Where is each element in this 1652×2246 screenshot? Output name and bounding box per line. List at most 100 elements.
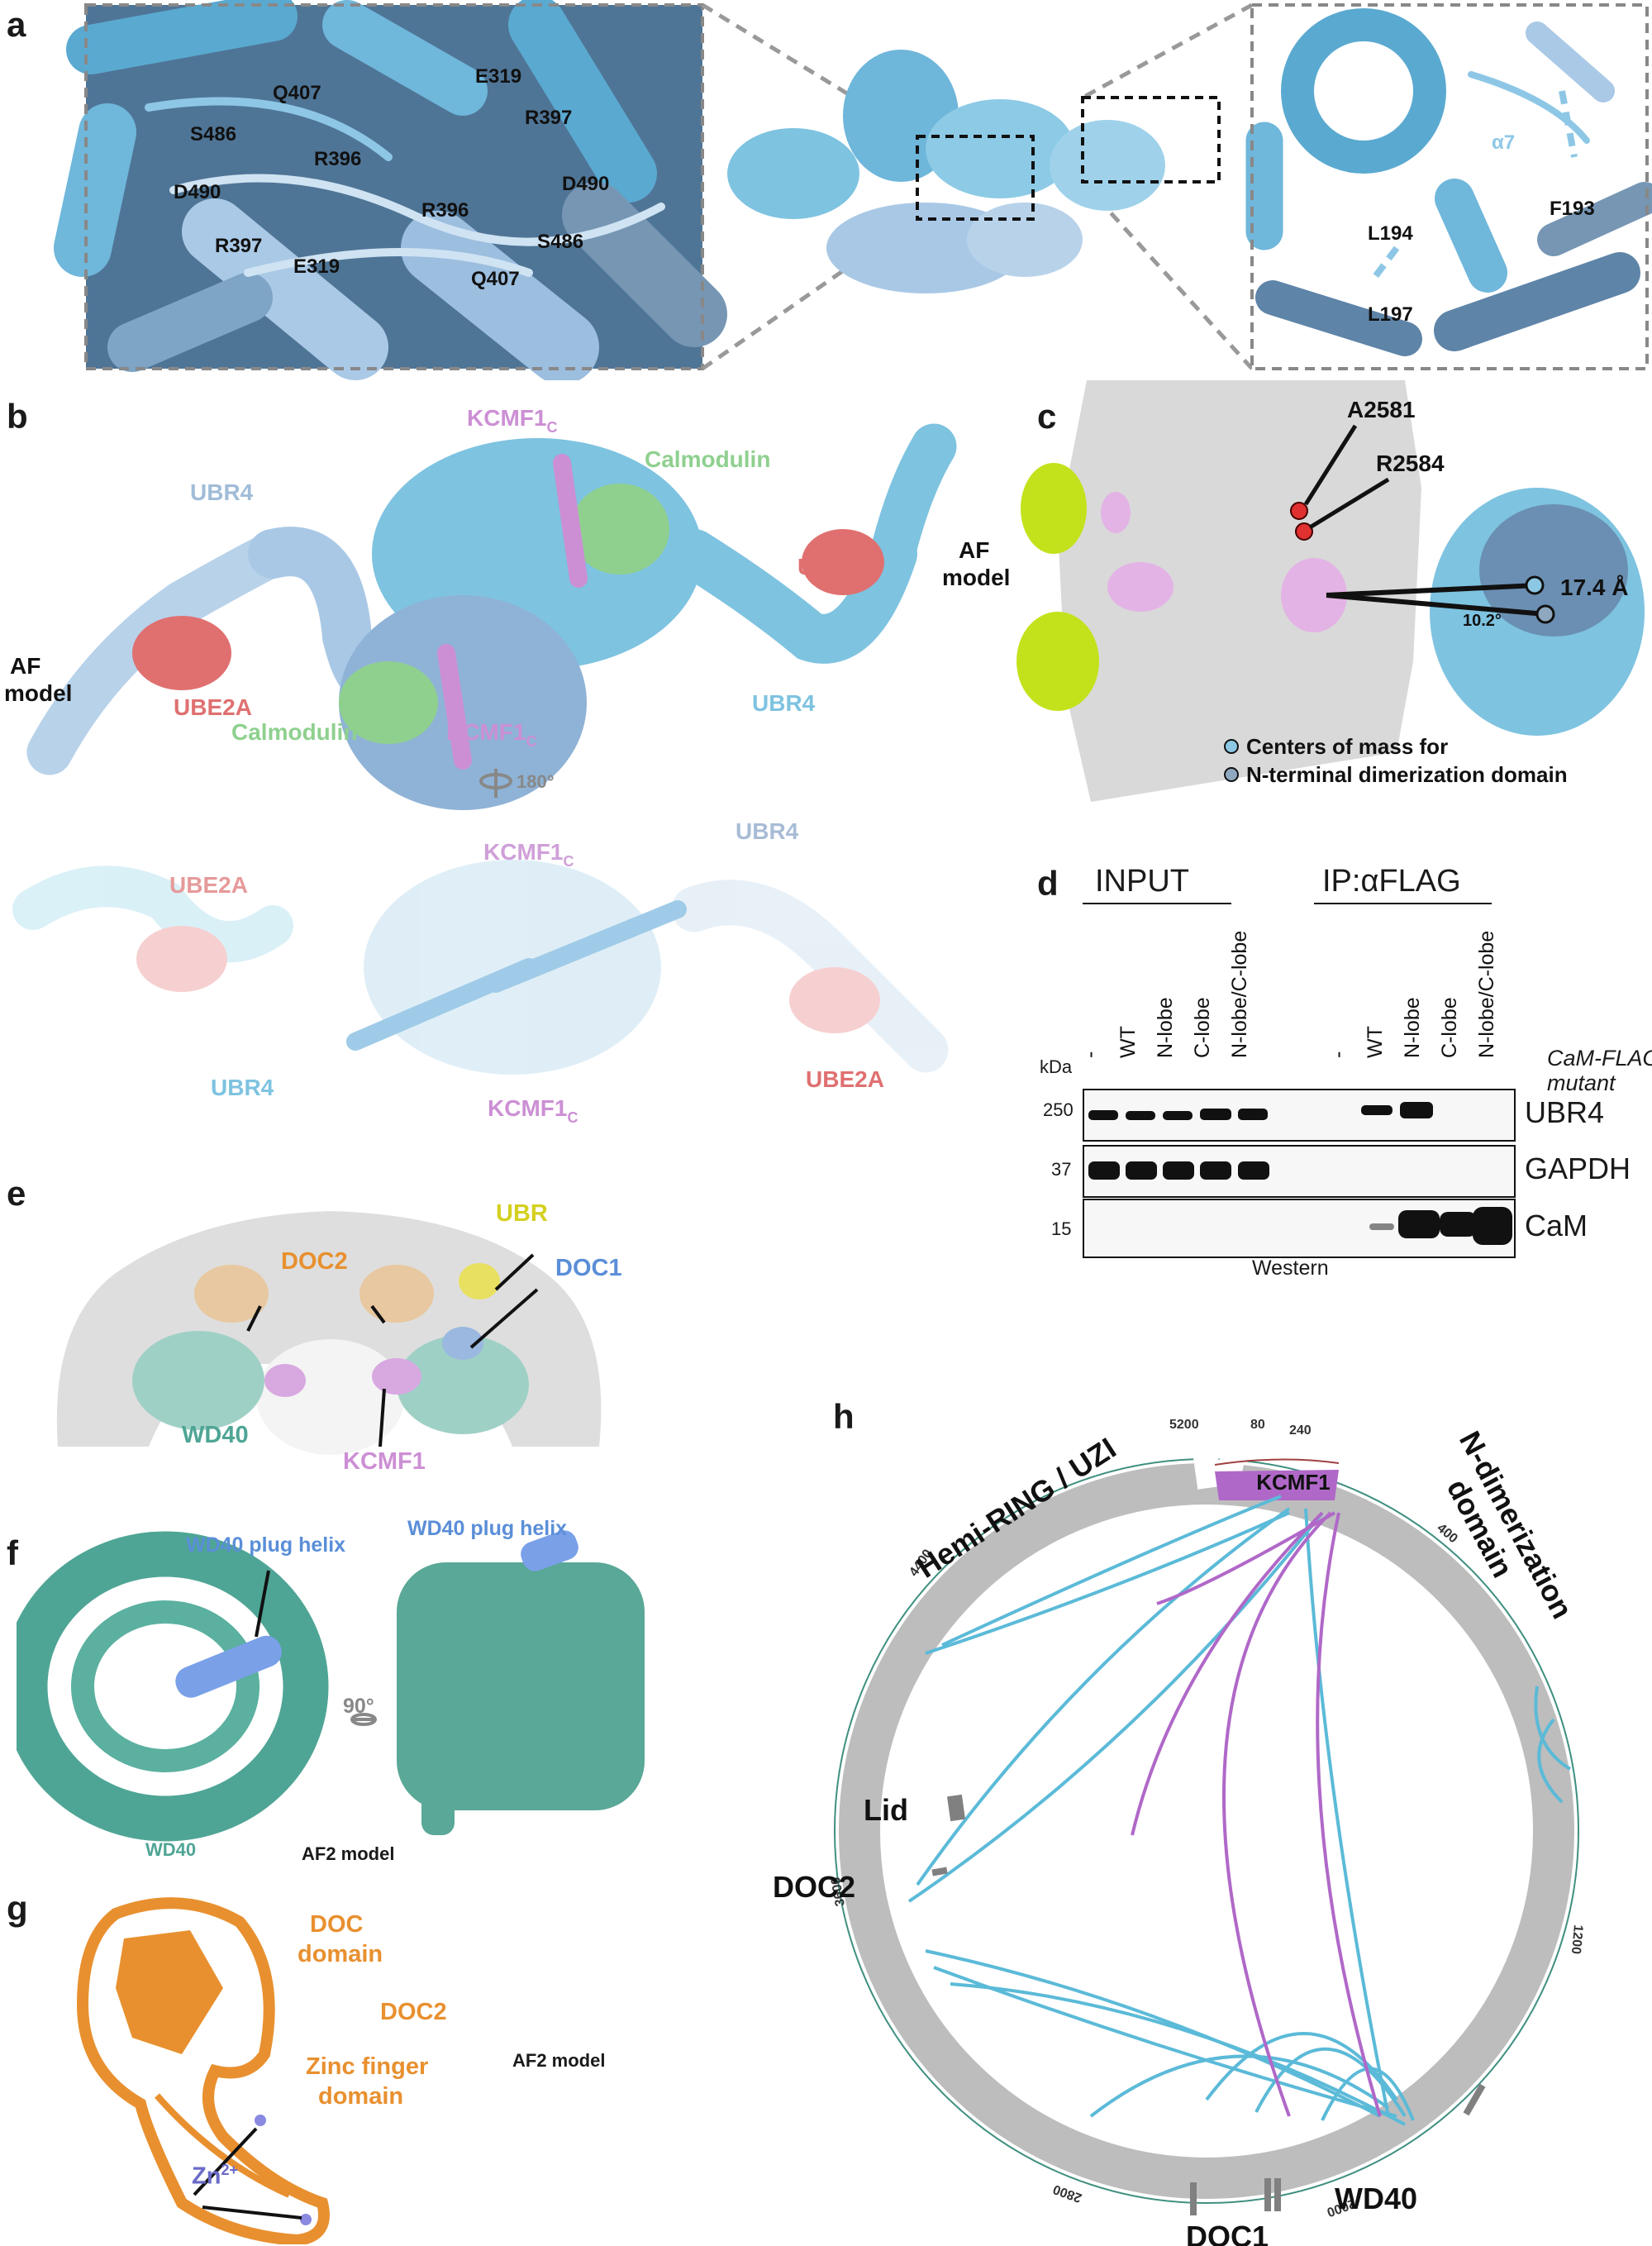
d-protein-gapdh: GAPDH — [1525, 1152, 1631, 1185]
panel-letter-e: e — [7, 1174, 26, 1213]
d-lane-8: N-lobe — [1401, 997, 1424, 1058]
h-wd40-label: WD40 — [1335, 2182, 1417, 2215]
b-af-right-1: AF — [959, 537, 989, 563]
e-kcmf1: KCMF1 — [343, 1448, 426, 1475]
panel-a-figure: Q407 S486 R396 D490 R397 E319 R396 E319 … — [54, 0, 1652, 380]
label-d490: D490 — [174, 181, 221, 203]
h-doc2-marker — [931, 1867, 948, 1876]
label-e319: E319 — [293, 255, 340, 278]
f-plug-right: WD40 plug helix — [407, 1517, 568, 1540]
b-calmodulin-bottom: Calmodulin — [231, 719, 357, 745]
h-tick-1200: 1200 — [1569, 1924, 1585, 1955]
g-doc-1: DOC — [310, 1911, 364, 1938]
d-ip-underline — [1314, 903, 1492, 904]
h-doc1-marker-1 — [1190, 2182, 1197, 2215]
g-zf-1: Zinc finger — [306, 2053, 429, 2080]
b-ubr4-left: UBR4 — [190, 479, 254, 505]
b-af-right-2: model — [942, 565, 1010, 590]
h-kcmf1-links — [1131, 1511, 1382, 2117]
d-lane-7: WT — [1364, 1026, 1387, 1058]
rotation-180-icon: 180° — [479, 769, 555, 798]
h-tick-400: 400 — [1434, 1521, 1459, 1546]
panel-b-bottom-structure — [12, 860, 949, 1075]
rotation-90-icon — [350, 1713, 377, 1726]
panel-a-left-structure — [54, 0, 727, 380]
h-doc2-label: DOC2 — [773, 1870, 855, 1904]
h-wd40-marker — [1463, 2083, 1486, 2116]
d-lane-5: N-lobe/C-lobe — [1228, 931, 1251, 1058]
h-ring — [839, 1463, 1574, 2199]
b2-kcmf1-top: KCMF1C — [483, 839, 574, 870]
c-legend-dot-1 — [1224, 739, 1239, 754]
svg-text:180°: 180° — [517, 771, 555, 792]
c-legend-1: Centers of mass for — [1246, 734, 1448, 759]
b-af-left-1: AF — [10, 653, 40, 679]
d-group-input: INPUT — [1095, 864, 1189, 899]
c-site-a2581: A2581 — [1347, 397, 1416, 422]
d-row-label-2: mutant — [1547, 1071, 1616, 1095]
label-q407-b: Q407 — [471, 268, 520, 290]
h-tick-3600: 3600 — [829, 1876, 848, 1907]
h-tick-2800: 2800 — [1051, 2182, 1083, 2205]
c-site-r2584: R2584 — [1376, 451, 1445, 476]
h-doc1-marker-3 — [1274, 2178, 1281, 2211]
h-crosslinks — [907, 1495, 1572, 2126]
f-plug-helix-left — [175, 1635, 282, 1698]
d-protein-ubr4: UBR4 — [1525, 1095, 1605, 1129]
panel-g-figure — [76, 1897, 330, 2244]
g-zf-2: domain — [318, 2083, 404, 2110]
panel-letter-a: a — [7, 5, 26, 44]
d-lane-4: C-lobe — [1191, 997, 1214, 1058]
label-s486: S486 — [190, 123, 236, 145]
panel-b-figure: UBR4 AF model UBE2A KCMF1C Calmodulin UB… — [4, 405, 1010, 1126]
panel-c-figure: A2581 R2584 17.4 Å 10.2° Centers of mass… — [1016, 380, 1645, 802]
panel-letter-b: b — [7, 397, 28, 436]
d-lane-9: C-lobe — [1438, 997, 1461, 1058]
h-doc1-label: DOC1 — [1186, 2220, 1269, 2246]
g-zn: Zn2+ — [192, 2162, 238, 2190]
b-af-left-2: model — [4, 680, 72, 706]
f-model: AF2 model — [302, 1843, 395, 1864]
h-lid-label: Lid — [864, 1793, 908, 1827]
label-r396-b: R396 — [421, 199, 469, 222]
b-ubr4-right: UBR4 — [752, 690, 816, 716]
b2-kcmf1-bottom: KCMF1C — [488, 1095, 578, 1126]
f-plug-helix-right — [521, 1530, 578, 1571]
e-wd40: WD40 — [182, 1422, 249, 1448]
b-kcmf1-top: KCMF1C — [467, 405, 557, 436]
e-doc1: DOC1 — [555, 1255, 622, 1281]
panel-a-overview — [727, 50, 1165, 293]
b-kcmf1-bottom: KCMF1C — [446, 719, 536, 750]
d-group-ip: IP:αFLAG — [1322, 864, 1461, 899]
d-marker-37: 37 — [1051, 1159, 1072, 1180]
panel-h-figure: 5200 80 240 400 1200 2000 2800 3600 4400… — [773, 1418, 1585, 2246]
h-tick-5200: 5200 — [1169, 1418, 1199, 1432]
label-l197: L197 — [1368, 303, 1413, 326]
g-model: AF2 model — [512, 2050, 606, 2071]
b-ube2a-right: UBE2A — [797, 554, 876, 579]
d-lane-2: WT — [1116, 1026, 1140, 1058]
d-protein-cam: CaM — [1525, 1209, 1588, 1242]
d-marker-15: 15 — [1051, 1218, 1072, 1239]
label-r397-b: R397 — [525, 107, 572, 129]
d-input-underline — [1083, 903, 1231, 904]
d-footer-western: Western — [1252, 1257, 1329, 1280]
b2-ubr4-right: UBR4 — [736, 818, 799, 844]
f-wd40: WD40 — [145, 1839, 197, 1860]
b-ube2a-left: UBE2A — [174, 694, 252, 720]
panel-e-figure — [56, 1211, 602, 1455]
label-e319-b: E319 — [475, 65, 521, 88]
label-alpha7: α7 — [1492, 131, 1515, 154]
panel-letter-d: d — [1037, 864, 1059, 903]
d-blot-ubr4 — [1083, 1089, 1516, 1142]
h-tick-80: 80 — [1250, 1418, 1265, 1432]
d-blot-cam — [1083, 1199, 1516, 1258]
panel-letter-f: f — [7, 1533, 18, 1572]
label-l194: L194 — [1368, 222, 1413, 245]
panel-letter-g: g — [7, 1889, 28, 1928]
h-doc1-marker-2 — [1264, 2178, 1271, 2211]
panel-letter-c: c — [1037, 397, 1057, 436]
panel-b-top-structure — [26, 423, 957, 810]
f-rotation: 90° — [343, 1695, 374, 1718]
d-marker-250: 250 — [1043, 1099, 1074, 1120]
